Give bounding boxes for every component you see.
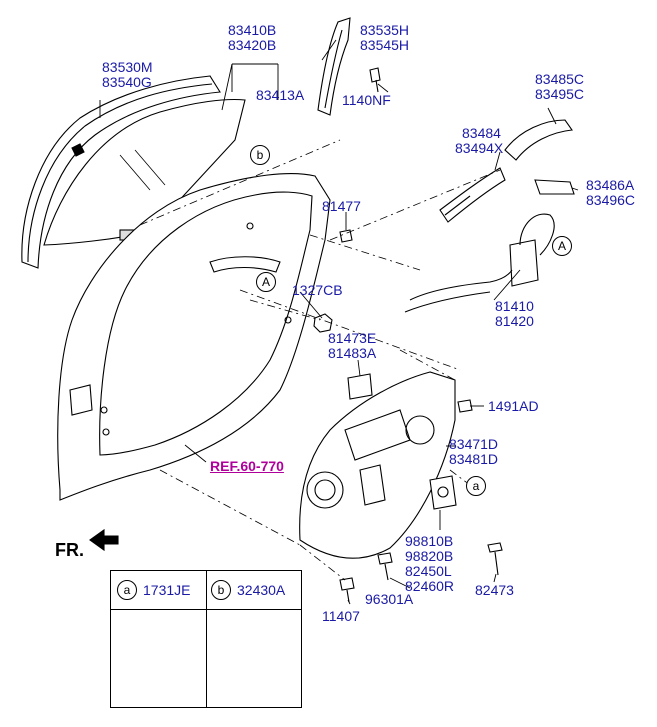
glass-run-channel: [21, 75, 221, 269]
label-1327cb: 1327CB: [292, 282, 343, 298]
label-83485c: 83485C: [535, 71, 585, 87]
screw-11407: [339, 577, 355, 603]
label-98820b: 98820B: [405, 548, 454, 564]
front-arrow: [89, 528, 119, 552]
label-81483a: 81483A: [328, 345, 377, 361]
label-83496c: 83496C: [586, 192, 636, 208]
label-83410b: 83410B: [228, 22, 277, 38]
label-83484: 83484: [462, 125, 501, 141]
regulator-motor: [429, 475, 457, 510]
handle-cap: [534, 179, 575, 195]
label-82460r: 82460R: [405, 578, 455, 594]
bolt-1140nf: [369, 67, 381, 93]
label-83540g: 83540G: [102, 74, 152, 90]
legend-table: a 1731JE b 32430A: [110, 570, 302, 708]
label-83530m: 83530M: [102, 59, 153, 75]
legend-callout-a: a: [117, 580, 137, 600]
label-83413a: 83413A: [256, 87, 305, 103]
legend-callout-b: b: [211, 580, 231, 600]
nut-1327cb: [313, 313, 333, 333]
label-96301a: 96301A: [365, 591, 414, 607]
legend-code-b: 32430A: [237, 582, 286, 598]
label-83420b: 83420B: [228, 37, 277, 53]
callout-A-latch: A: [552, 236, 572, 256]
reference-link[interactable]: REF.60-770: [210, 458, 284, 474]
label-83494x: 83494X: [455, 140, 504, 156]
leader-lines: [99, 39, 579, 605]
label-83481d: 83481D: [449, 451, 499, 467]
label-82450l: 82450L: [405, 563, 452, 579]
clip-1491ad: [457, 399, 473, 413]
label-81473e: 81473E: [328, 330, 377, 346]
label-83545h: 83545H: [360, 37, 410, 53]
legend-divider: [206, 571, 207, 707]
screw-82473: [487, 542, 503, 576]
label-83471d: 83471D: [449, 436, 499, 452]
module-panel: [299, 371, 456, 559]
label-11407: 11407: [322, 608, 360, 624]
label-1491ad: 1491AD: [488, 398, 539, 414]
label-81420: 81420: [495, 313, 534, 329]
label-83535h: 83535H: [360, 22, 410, 38]
label-81477: 81477: [322, 198, 361, 214]
label-82473: 82473: [475, 582, 514, 598]
callout-A-door: A: [256, 272, 276, 292]
alignment-lines: [139, 139, 501, 581]
callout-b: b: [250, 145, 270, 165]
label-98810b: 98810B: [405, 533, 454, 549]
screw-96301a: [377, 552, 393, 581]
handle-base: [439, 167, 506, 223]
callout-a: a: [466, 476, 486, 496]
label-81410: 81410: [495, 298, 534, 314]
sash-trim: [317, 17, 351, 116]
bolt-81477: [339, 229, 353, 243]
label-83486a: 83486A: [586, 177, 635, 193]
label-83495c: 83495C: [535, 86, 585, 102]
latch-cable-assembly: [404, 213, 555, 313]
legend-code-a: 1731JE: [143, 582, 191, 598]
door-panel: [57, 172, 331, 501]
front-marker: FR.: [55, 540, 84, 560]
label-1140nf: 1140NF: [342, 92, 391, 108]
bracket-81473e: [347, 373, 373, 400]
outside-handle: [504, 119, 573, 161]
